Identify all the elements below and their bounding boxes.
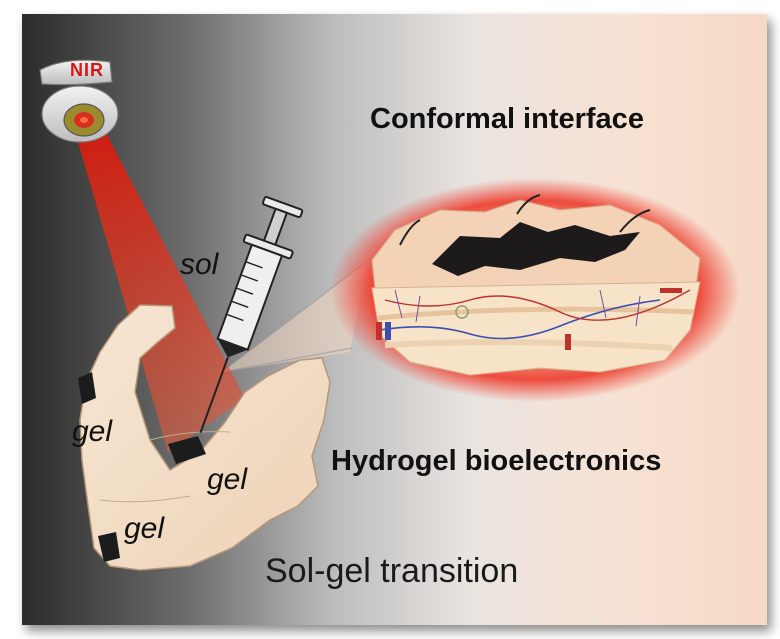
- gel-label-elbow: gel: [72, 415, 113, 448]
- arm: [78, 304, 331, 571]
- sol-label: sol: [180, 248, 219, 281]
- sol-gel-transition-label: Sol-gel transition: [265, 552, 519, 590]
- nir-camera-icon: [39, 59, 119, 143]
- syringe-icon: [199, 196, 304, 433]
- magnified-tissue: [330, 178, 740, 402]
- hydrogel-bioelectronics-label: Hydrogel bioelectronics: [331, 445, 662, 477]
- electrode-bicep: [168, 436, 206, 464]
- nir-label: NIR: [70, 60, 104, 80]
- nir-beam: [74, 118, 245, 452]
- conformal-interface-label: Conformal interface: [370, 103, 644, 135]
- electrode-shoulder: [78, 372, 96, 404]
- gel-label-arm: gel: [207, 463, 248, 496]
- gel-patch: [432, 222, 640, 276]
- gel-label-forearm: gel: [124, 512, 165, 545]
- electrode-wrist: [98, 532, 120, 562]
